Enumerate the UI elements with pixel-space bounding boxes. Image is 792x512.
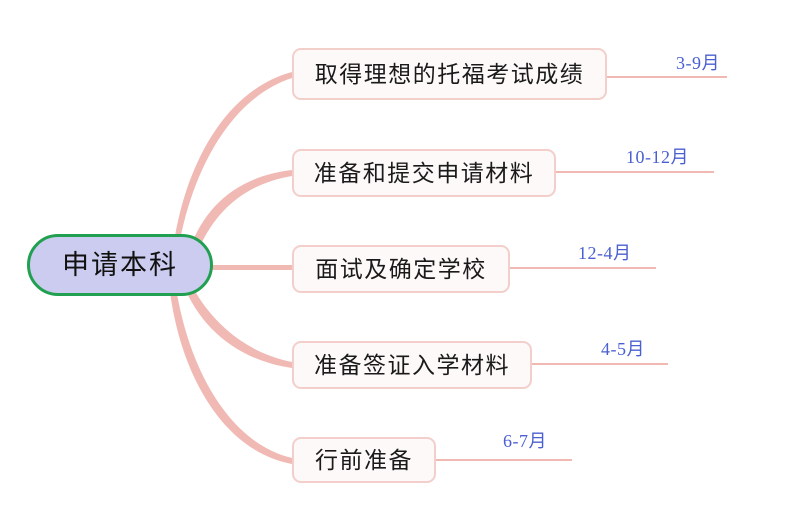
connector-curve-4 bbox=[184, 282, 292, 368]
branch-node-3-label: 面试及确定学校 bbox=[315, 256, 487, 282]
connector-curve-1 bbox=[175, 72, 292, 240]
branch-node-4-label: 准备签证入学材料 bbox=[314, 352, 510, 378]
connector-line-3 bbox=[211, 265, 294, 270]
period-label-5: 6-7月 bbox=[503, 431, 547, 451]
branch-node-1-label: 取得理想的托福考试成绩 bbox=[314, 61, 585, 87]
period-label-4: 4-5月 bbox=[601, 339, 645, 359]
connector-curve-2 bbox=[190, 170, 292, 253]
branch-node-5[interactable]: 行前准备 bbox=[292, 437, 436, 483]
branch-node-2[interactable]: 准备和提交申请材料 bbox=[292, 149, 556, 197]
branch-node-5-label: 行前准备 bbox=[315, 447, 413, 473]
period-rule-1 bbox=[607, 76, 727, 78]
root-node-label: 申请本科 bbox=[62, 249, 178, 280]
period-label-1: 3-9月 bbox=[676, 53, 720, 73]
branch-node-4[interactable]: 准备签证入学材料 bbox=[292, 341, 532, 389]
branch-node-3[interactable]: 面试及确定学校 bbox=[292, 245, 510, 293]
connector-curve-5 bbox=[170, 288, 292, 464]
period-rule-4 bbox=[532, 363, 668, 365]
period-rule-5 bbox=[436, 459, 572, 461]
period-rule-2 bbox=[556, 171, 714, 173]
branch-node-1[interactable]: 取得理想的托福考试成绩 bbox=[292, 48, 607, 100]
root-node[interactable]: 申请本科 bbox=[27, 234, 213, 296]
period-label-2: 10-12月 bbox=[626, 147, 689, 167]
period-label-3: 12-4月 bbox=[578, 243, 632, 263]
branch-node-2-label: 准备和提交申请材料 bbox=[313, 160, 535, 186]
period-rule-3 bbox=[510, 267, 656, 269]
